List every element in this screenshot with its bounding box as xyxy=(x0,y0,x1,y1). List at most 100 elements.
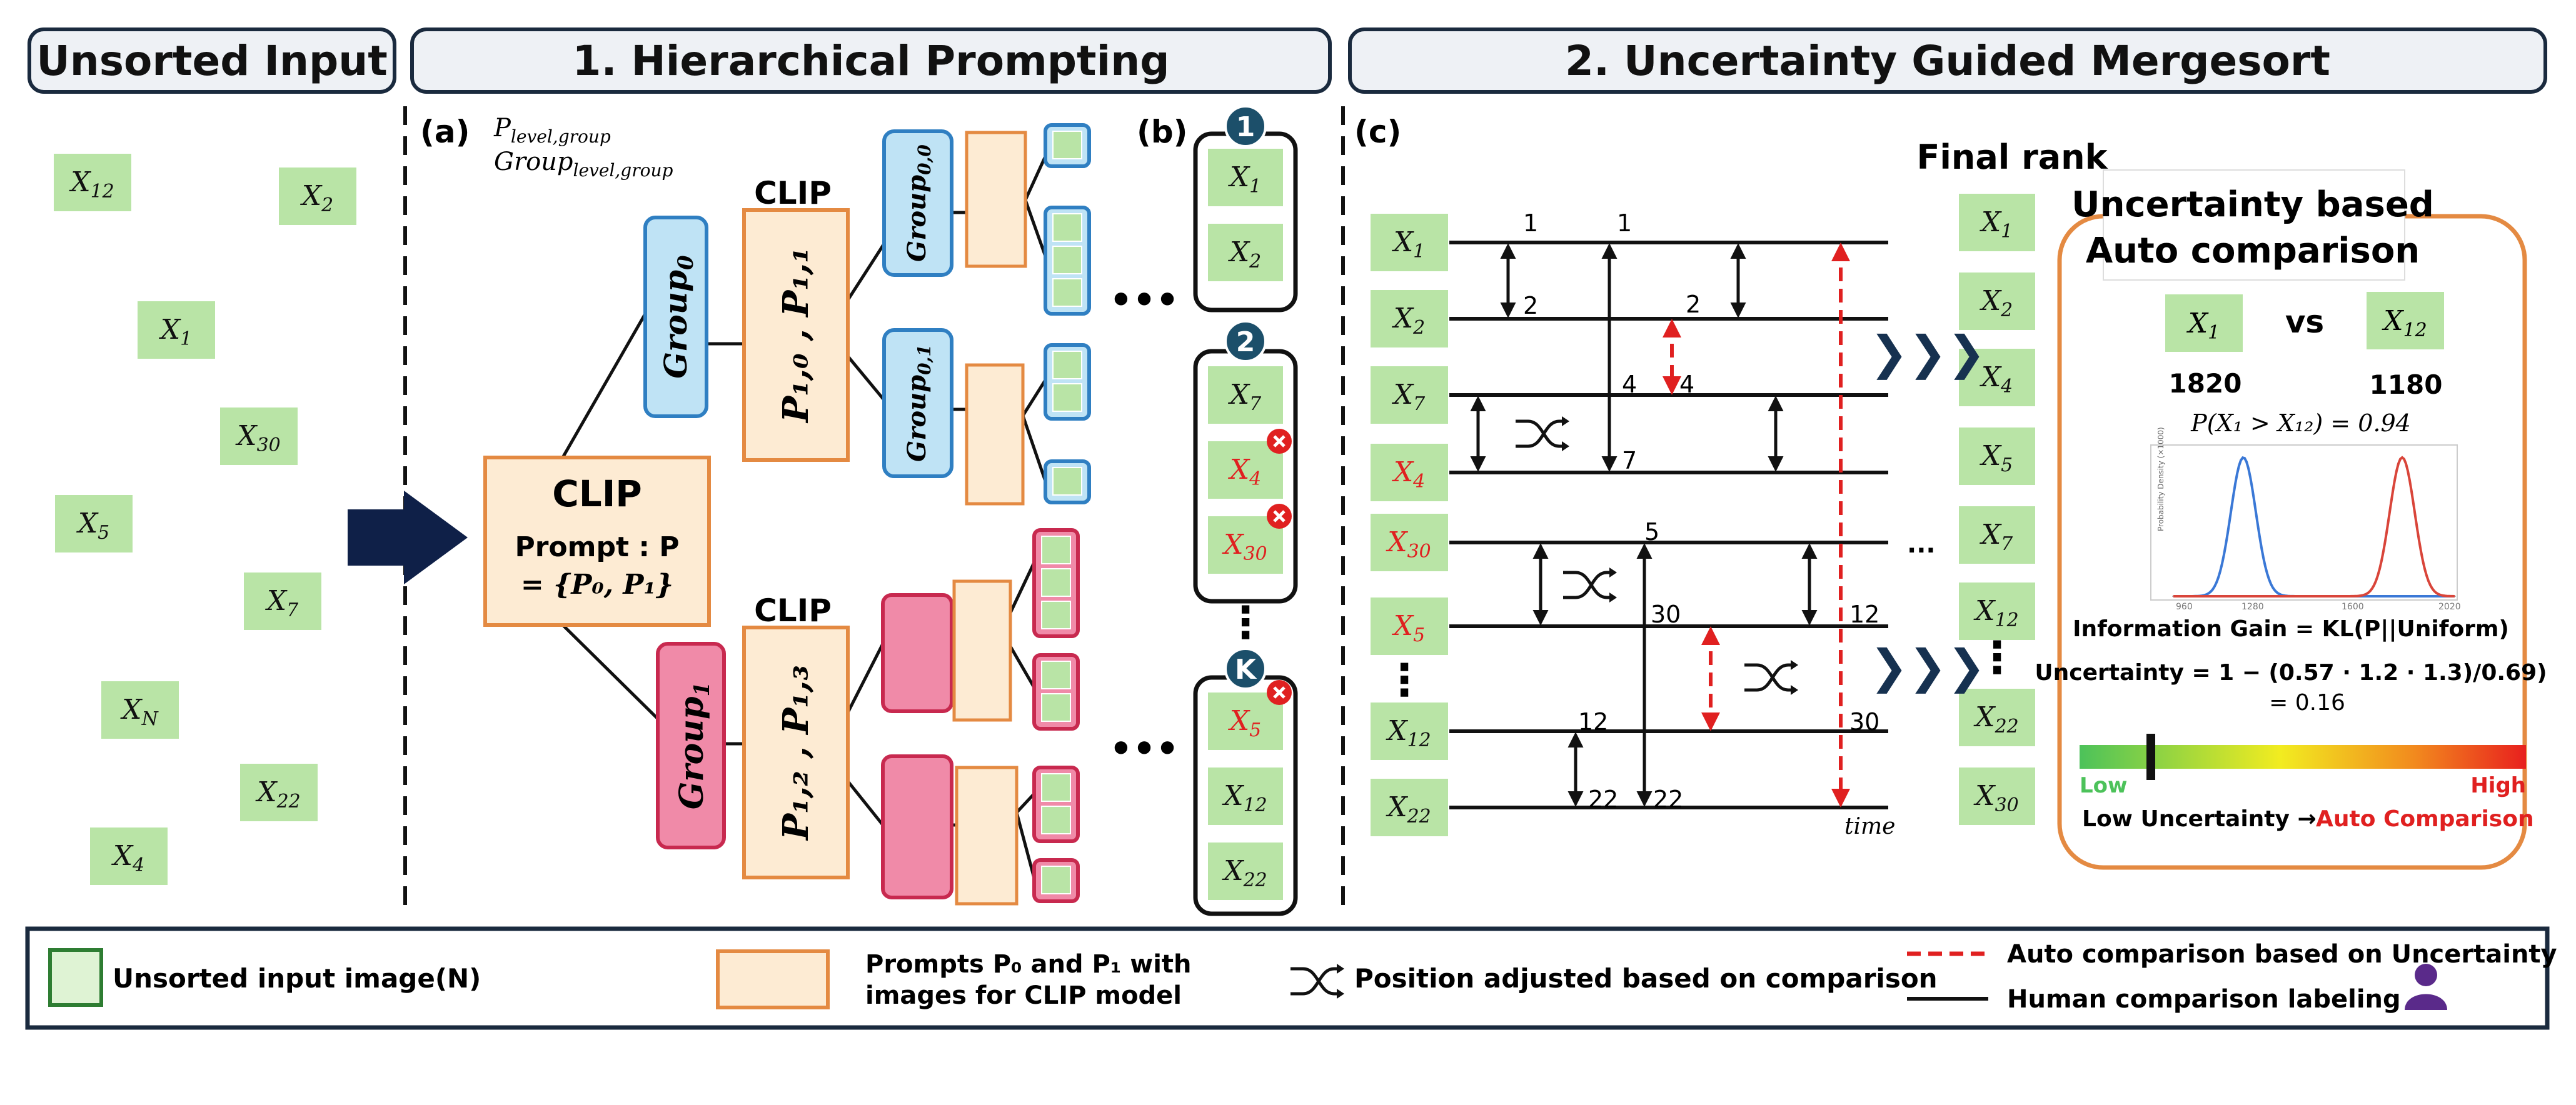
line-number: 4 xyxy=(1622,371,1637,398)
unsorted-item: X30 xyxy=(219,406,299,466)
badge-number: 2 xyxy=(1236,326,1255,358)
legend-green-swatch xyxy=(48,948,103,1007)
leaf-image xyxy=(1052,246,1082,274)
merge-row-item-label: X7 xyxy=(1392,379,1425,415)
leaf-image xyxy=(1041,693,1071,722)
badge-number: 1 xyxy=(1236,111,1255,143)
final-rank-ellipsis: ⋮ xyxy=(1975,632,2019,683)
final-rank-item-label: X30 xyxy=(1973,780,2018,816)
blue-leaf-stack xyxy=(1044,206,1091,316)
header-uncertainty-mergesort: 2. Uncertainty Guided Mergesort xyxy=(1348,28,2547,94)
leaf-image xyxy=(1041,661,1071,689)
leaf-image xyxy=(1041,806,1071,834)
shuffle-icon xyxy=(1516,416,1569,451)
group-item-label: X12 xyxy=(1222,780,1267,816)
group01-box xyxy=(882,328,953,478)
row-ellipsis: ... xyxy=(1907,530,1936,559)
blue-leaf-stack xyxy=(1044,343,1091,421)
ellipsis-bottom: ••• xyxy=(1109,728,1179,770)
group-item: X22 xyxy=(1207,841,1284,901)
line-number: 22 xyxy=(1588,786,1618,813)
header-prompting-text: 1. Hierarchical Prompting xyxy=(572,36,1170,85)
uncertainty-marker xyxy=(2146,734,2155,780)
uncertainty-formula-1: Uncertainty = 1 − (0.57 · 1.2 · 1.3)/0.6… xyxy=(2035,660,2547,686)
final-rank-item: X2 xyxy=(1958,271,2036,331)
legend-orange-swatch xyxy=(716,949,830,1009)
group-badge: K xyxy=(1224,648,1267,690)
badge-number: K xyxy=(1235,654,1257,686)
unsorted-item: X2 xyxy=(278,166,358,226)
pink-leaf-stack xyxy=(1032,653,1080,731)
left-score: 1820 xyxy=(2169,368,2242,399)
header-mergesort-text: 2. Uncertainty Guided Mergesort xyxy=(1565,36,2330,85)
final-rank-item-label: X7 xyxy=(1980,519,2013,555)
notation-p: Plevel,group xyxy=(493,114,611,147)
final-rank-item: X4 xyxy=(1958,348,2036,408)
final-rank-item-label: X22 xyxy=(1973,701,2018,738)
panel-label-a: (a) xyxy=(420,114,470,150)
compare-right-label: X12 xyxy=(2382,305,2427,341)
prompt-box-00 xyxy=(965,131,1027,268)
group-item-label: X4 xyxy=(1228,454,1261,490)
merge-row-item-label: X4 xyxy=(1392,456,1425,492)
panel-label-c: (c) xyxy=(1354,114,1401,150)
group1-label: Group1 xyxy=(673,682,715,809)
pink-leaf-stack xyxy=(1032,528,1080,638)
legend-box xyxy=(25,926,2550,1030)
group10-box xyxy=(881,593,953,713)
vs-label: vs xyxy=(2285,304,2324,340)
header-unsorted-input: Unsorted Input xyxy=(28,28,396,94)
unsorted-item-label: XN xyxy=(120,694,159,730)
merge-row-item: X5 xyxy=(1369,596,1449,656)
shuffle-icon xyxy=(1744,660,1798,695)
line-number: 12 xyxy=(1849,601,1879,628)
prompt-box-01 xyxy=(965,363,1025,506)
group-item-label: X2 xyxy=(1228,236,1261,272)
pink-leaf-stack xyxy=(1032,766,1080,843)
uncertainty-title-2: Auto comparison xyxy=(2086,231,2420,271)
final-rank-item: X30 xyxy=(1958,766,2036,826)
unsorted-item: X7 xyxy=(243,571,323,631)
group-badge: 1 xyxy=(1224,105,1267,148)
leaf-image xyxy=(1041,601,1071,629)
unsorted-item-label: X7 xyxy=(265,585,298,621)
group-item-label: X30 xyxy=(1222,529,1267,565)
line-number: 5 xyxy=(1644,518,1659,546)
big-arrow-icon xyxy=(348,491,468,584)
line-number: 4 xyxy=(1679,371,1694,398)
group00-box xyxy=(882,129,953,277)
group-item: X1 xyxy=(1207,148,1284,208)
line-number: 30 xyxy=(1849,708,1879,736)
plot-xtick-2: 1600 xyxy=(2342,602,2364,612)
clip-top-box xyxy=(742,208,850,462)
root-prompt-line2: = {P₀, P₁} xyxy=(521,569,673,601)
unsorted-item-label: X12 xyxy=(69,166,114,202)
merge-row-item-label: X2 xyxy=(1392,302,1425,339)
final-rank-item: X1 xyxy=(1958,192,2036,252)
chevron-icon-top: ❯❯❯ xyxy=(1869,326,1986,380)
shuffle-icon xyxy=(1291,964,1344,999)
compare-right-item xyxy=(2365,291,2445,351)
leaf-image xyxy=(1052,278,1082,307)
line-number: 2 xyxy=(1523,292,1538,319)
group01-label: Group0,1 xyxy=(902,344,935,462)
close-icon xyxy=(1267,504,1292,529)
line-number: 2 xyxy=(1686,291,1701,318)
clip-bottom-box xyxy=(742,626,850,879)
group-item: X7 xyxy=(1207,365,1284,425)
person-icon xyxy=(2405,964,2447,1010)
line-number: 22 xyxy=(1653,786,1683,813)
group-item-label: X22 xyxy=(1222,855,1267,891)
density-curve-red xyxy=(2173,456,2455,598)
uncertainty-title-box xyxy=(2103,169,2405,281)
final-rank-item-label: X5 xyxy=(1980,440,2013,476)
line-number: 1 xyxy=(1523,209,1538,237)
merge-row-item: X7 xyxy=(1369,365,1449,425)
leaf-image xyxy=(1041,568,1071,597)
group-item: X2 xyxy=(1207,222,1284,282)
merge-row-item-label: X12 xyxy=(1386,715,1431,751)
unsorted-item-label: X4 xyxy=(111,840,144,876)
